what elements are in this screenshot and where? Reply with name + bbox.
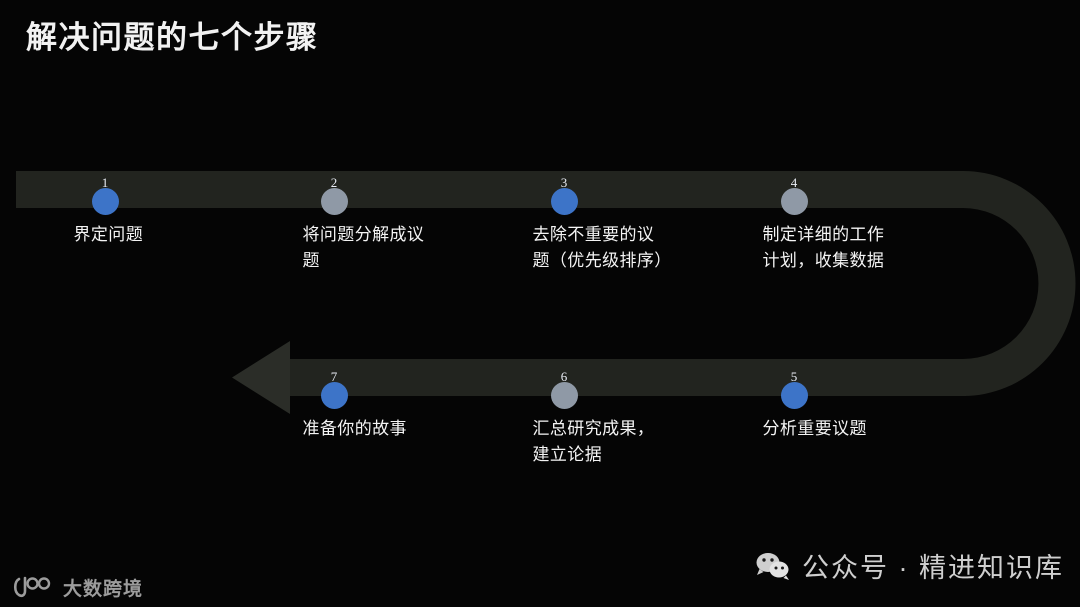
wechat-watermark: 公众号 · 精进知识库 xyxy=(755,546,1064,585)
wechat-watermark-text: 公众号 · 精进知识库 xyxy=(802,553,1064,583)
brand-watermark: 大数跨境 xyxy=(10,574,143,601)
step-number: 5 xyxy=(790,368,798,384)
brand-watermark-text: 大数跨境 xyxy=(63,579,144,600)
step-label: 去除不重要的议 题（优先级排序） xyxy=(532,224,672,270)
step-marker-circle xyxy=(320,381,348,409)
step-number: 1 xyxy=(101,174,109,190)
step-label: 准备你的故事 xyxy=(302,418,407,438)
step-label: 制定详细的工作 计划，收集数据 xyxy=(762,224,885,270)
dashu-logo-icon xyxy=(13,576,51,597)
step-number: 4 xyxy=(790,174,798,190)
step-number: 6 xyxy=(560,368,568,384)
step-label: 分析重要议题 xyxy=(762,418,867,438)
step-marker-circle xyxy=(780,381,808,409)
step-marker-circle xyxy=(91,187,119,215)
track-bottom-segment xyxy=(288,359,966,396)
step-marker-circle xyxy=(550,381,578,409)
track-arrow-head xyxy=(232,341,290,414)
step-label: 界定问题 xyxy=(73,224,144,244)
step-number: 7 xyxy=(330,368,338,384)
track-u-turn xyxy=(963,171,1076,396)
step-number: 2 xyxy=(330,174,338,190)
step-marker-circle xyxy=(780,187,808,215)
step-marker-circle xyxy=(550,187,578,215)
step-number: 3 xyxy=(560,174,568,190)
track-top-segment xyxy=(16,171,963,208)
step-marker-circle xyxy=(320,187,348,215)
wechat-icon xyxy=(756,552,789,580)
step-label: 汇总研究成果， 建立论据 xyxy=(532,418,655,464)
step-label: 将问题分解成议 题 xyxy=(302,224,425,270)
page-title: 解决问题的七个步骤 xyxy=(26,20,319,55)
